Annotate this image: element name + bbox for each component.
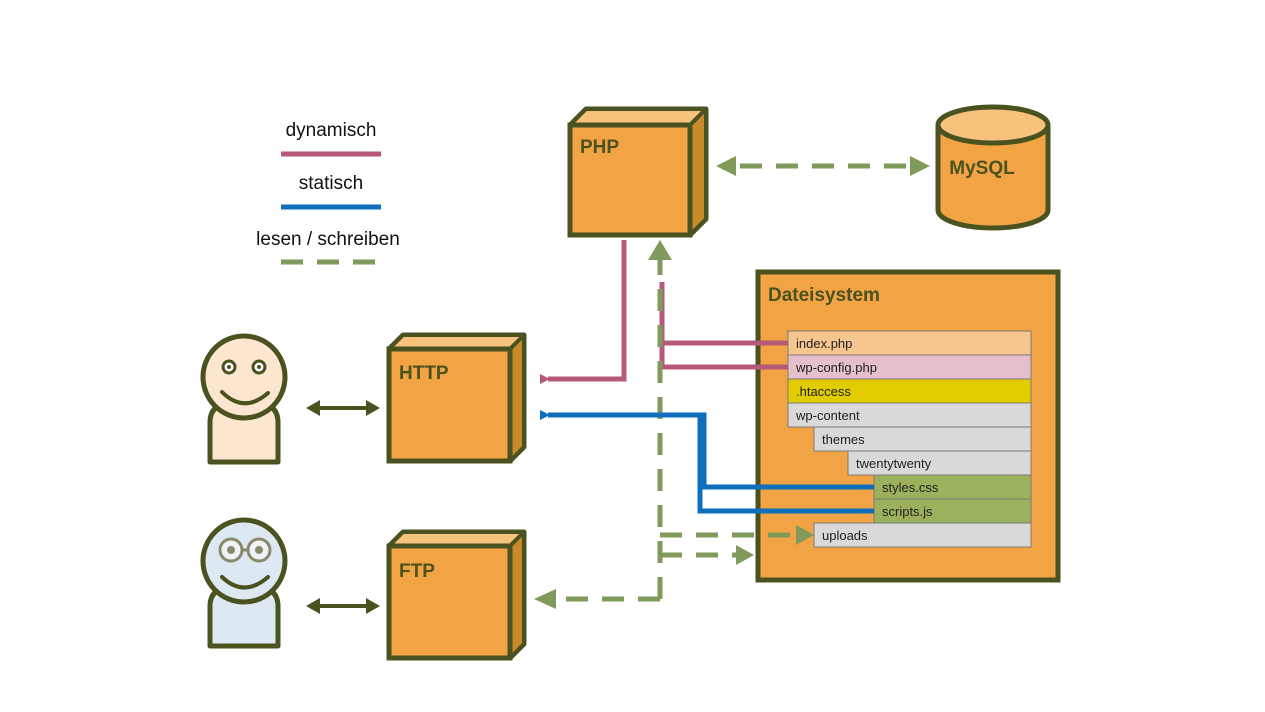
static-connector-styles [540,410,874,490]
legend-dynamic-label: dynamisch [286,120,377,141]
file-row[interactable]: index.php [787,330,1032,356]
file-name: wp-config.php [795,360,877,375]
readwrite-arrowhead-php-side [716,156,736,176]
double-arrow-icon [306,400,380,416]
static-connector-scripts [697,415,874,514]
mysql-label: MySQL [949,158,1015,179]
legend-readwrite-label: lesen / schreiben [256,229,400,250]
developer-icon [200,517,288,649]
double-arrow-icon [306,598,380,614]
legend: dynamisch statisch lesen / schreiben [256,120,400,265]
readwrite-arrowhead-php [648,240,672,260]
file-name: .htaccess [796,384,851,399]
file-name: twentytwenty [856,456,932,471]
filesystem-title: Dateisystem [768,285,880,306]
file-row[interactable]: themes [813,426,1032,452]
http-box: HTTP [386,332,527,464]
file-name: uploads [822,528,868,543]
file-row[interactable]: styles.css [873,474,1032,500]
file-row[interactable]: uploads [813,522,1032,548]
readwrite-arrowhead-uploads [796,525,814,545]
mysql-database: MySQL [935,104,1051,231]
file-name: scripts.js [882,504,933,519]
ftp-label: FTP [399,561,435,582]
user-icon [200,333,288,465]
file-row[interactable]: twentytwenty [847,450,1032,476]
readwrite-arrowhead-mysql-side [910,156,930,176]
readwrite-arrowhead-filesystem [736,545,754,565]
file-row[interactable]: scripts.js [873,498,1032,524]
http-label: HTTP [399,363,449,384]
readwrite-arrowhead-ftp [534,589,556,609]
php-box: PHP [567,106,709,238]
file-tree: index.php wp-config.php .htaccess wp-con… [787,330,1032,548]
legend-static-label: statisch [299,173,363,194]
dynamic-connector-php-http [540,240,627,384]
ftp-box: FTP [386,529,527,661]
file-row[interactable]: wp-content [787,402,1032,428]
file-name: wp-content [795,408,860,423]
file-row[interactable]: .htaccess [787,378,1032,404]
file-name: index.php [796,336,852,351]
file-row[interactable]: wp-config.php [787,354,1032,380]
php-label: PHP [580,137,619,158]
file-name: styles.css [882,480,939,495]
file-name: themes [822,432,865,447]
